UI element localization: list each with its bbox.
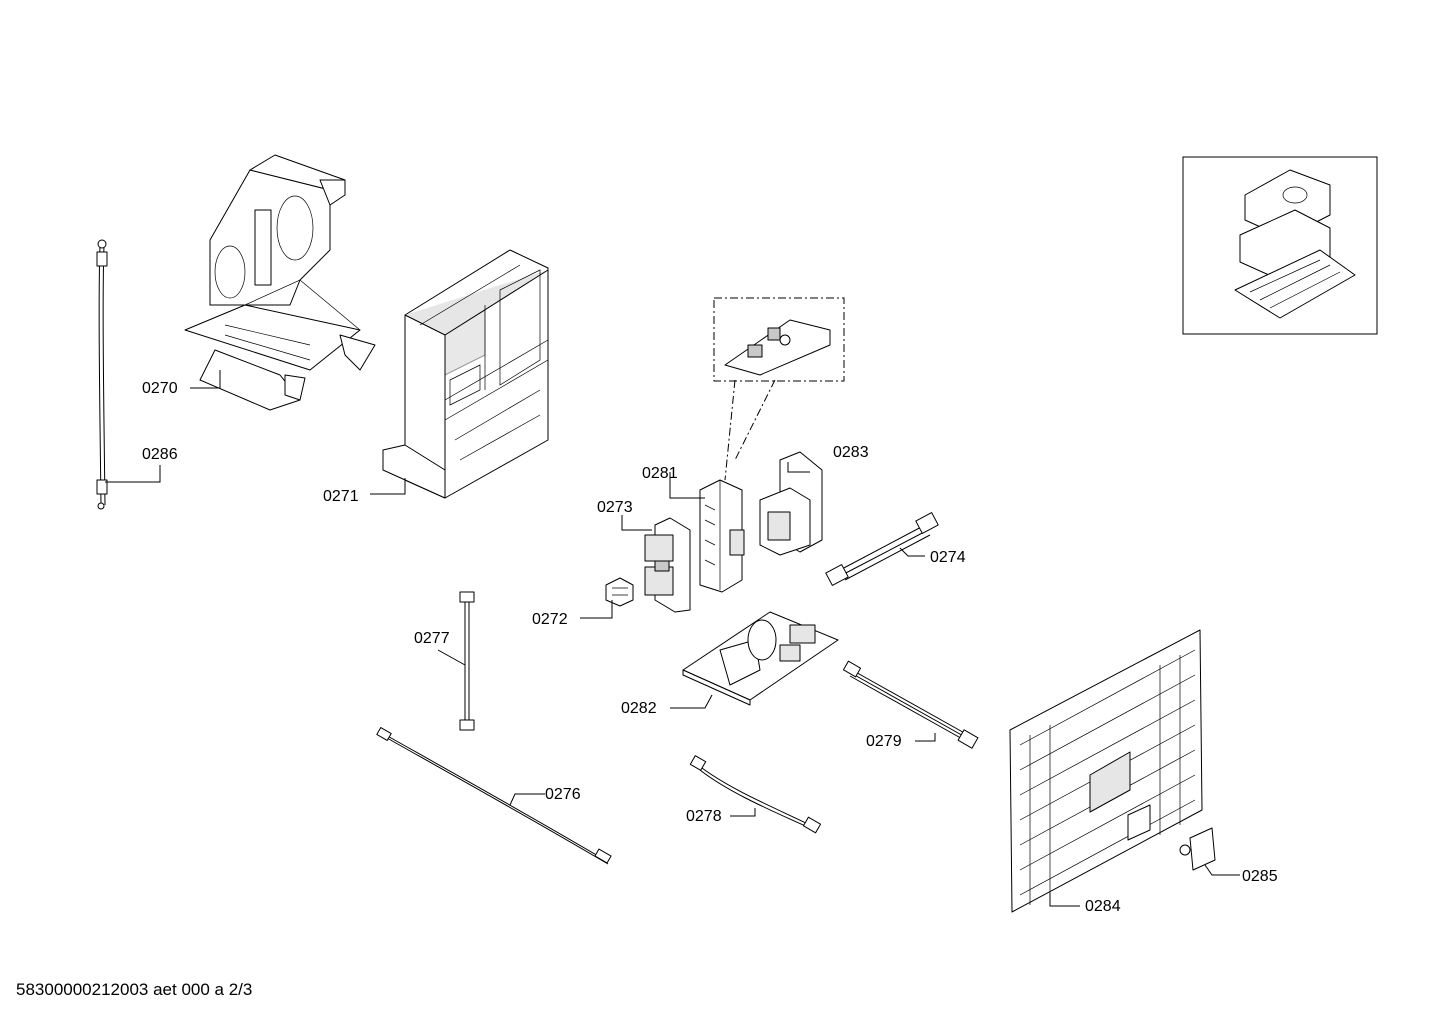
label-0278[interactable]: 0278 (686, 808, 722, 825)
label-0274[interactable]: 0274 (930, 549, 966, 566)
label-0283[interactable]: 0283 (833, 444, 869, 461)
part-0273-relay-board[interactable] (644, 517, 691, 613)
part-0276-cable[interactable] (376, 727, 612, 865)
part-labels: 0270 0286 0271 0281 0283 0273 0274 0272 … (142, 380, 1278, 915)
label-0276[interactable]: 0276 (545, 786, 581, 803)
label-0277[interactable]: 0277 (414, 630, 450, 647)
label-0279[interactable]: 0279 (866, 733, 902, 750)
part-0285-cover[interactable] (1179, 827, 1216, 871)
part-0274-ribbon-cable[interactable] (825, 512, 939, 586)
part-0286-cable[interactable] (96, 239, 108, 510)
part-0279-ribbon-cable[interactable] (842, 660, 979, 749)
part-0278-cable[interactable] (689, 755, 822, 834)
label-0273[interactable]: 0273 (597, 499, 633, 516)
leader-lines (105, 370, 1240, 907)
part-0284-grill-panel[interactable] (1009, 629, 1203, 913)
detail-view-box (713, 297, 845, 481)
overview-inset (1182, 156, 1378, 335)
label-0285[interactable]: 0285 (1242, 868, 1278, 885)
label-0271[interactable]: 0271 (323, 488, 359, 505)
document-id: 58300000212003 aet 000 a 2/3 (16, 980, 253, 999)
part-0271-housing[interactable] (382, 249, 549, 499)
label-0281[interactable]: 0281 (642, 465, 678, 482)
part-0272-clip[interactable] (605, 577, 634, 607)
part-0270-bracket[interactable] (184, 154, 376, 411)
part-0283-transformer[interactable] (759, 451, 823, 556)
label-0286[interactable]: 0286 (142, 446, 178, 463)
label-0270[interactable]: 0270 (142, 380, 178, 397)
label-0284[interactable]: 0284 (1085, 898, 1121, 915)
part-0281-control-board[interactable] (699, 479, 745, 593)
label-0272[interactable]: 0272 (532, 611, 568, 628)
part-0282-power-board[interactable] (682, 611, 839, 706)
label-0282[interactable]: 0282 (621, 700, 657, 717)
part-0277-cable[interactable] (459, 591, 475, 731)
